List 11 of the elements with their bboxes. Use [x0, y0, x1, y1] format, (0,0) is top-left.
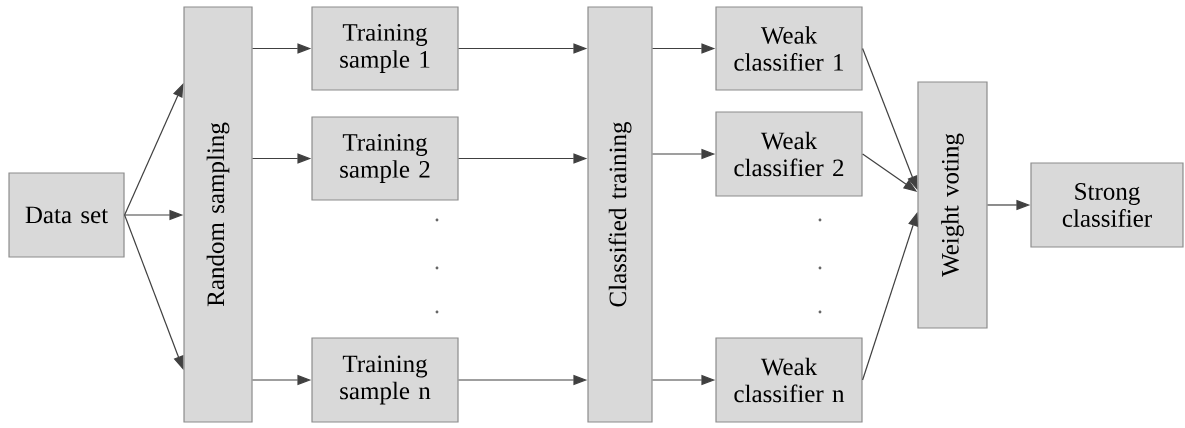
- process-box: Weak classifier 1: [715, 6, 863, 91]
- process-box: Training sample 1: [311, 6, 459, 91]
- process-box: Data set: [8, 172, 125, 258]
- process-box: Strong classifier: [1030, 162, 1184, 248]
- stage-bar: Random sampling: [183, 6, 253, 423]
- process-box: Training sample n: [311, 337, 459, 423]
- process-box: Weak classifier 2: [715, 111, 863, 197]
- process-box: Weak classifier n: [715, 337, 863, 423]
- process-box: Training sample 2: [311, 116, 459, 201]
- stage-bar: Classified training: [587, 6, 653, 423]
- stage-bar: Weight voting: [917, 81, 988, 329]
